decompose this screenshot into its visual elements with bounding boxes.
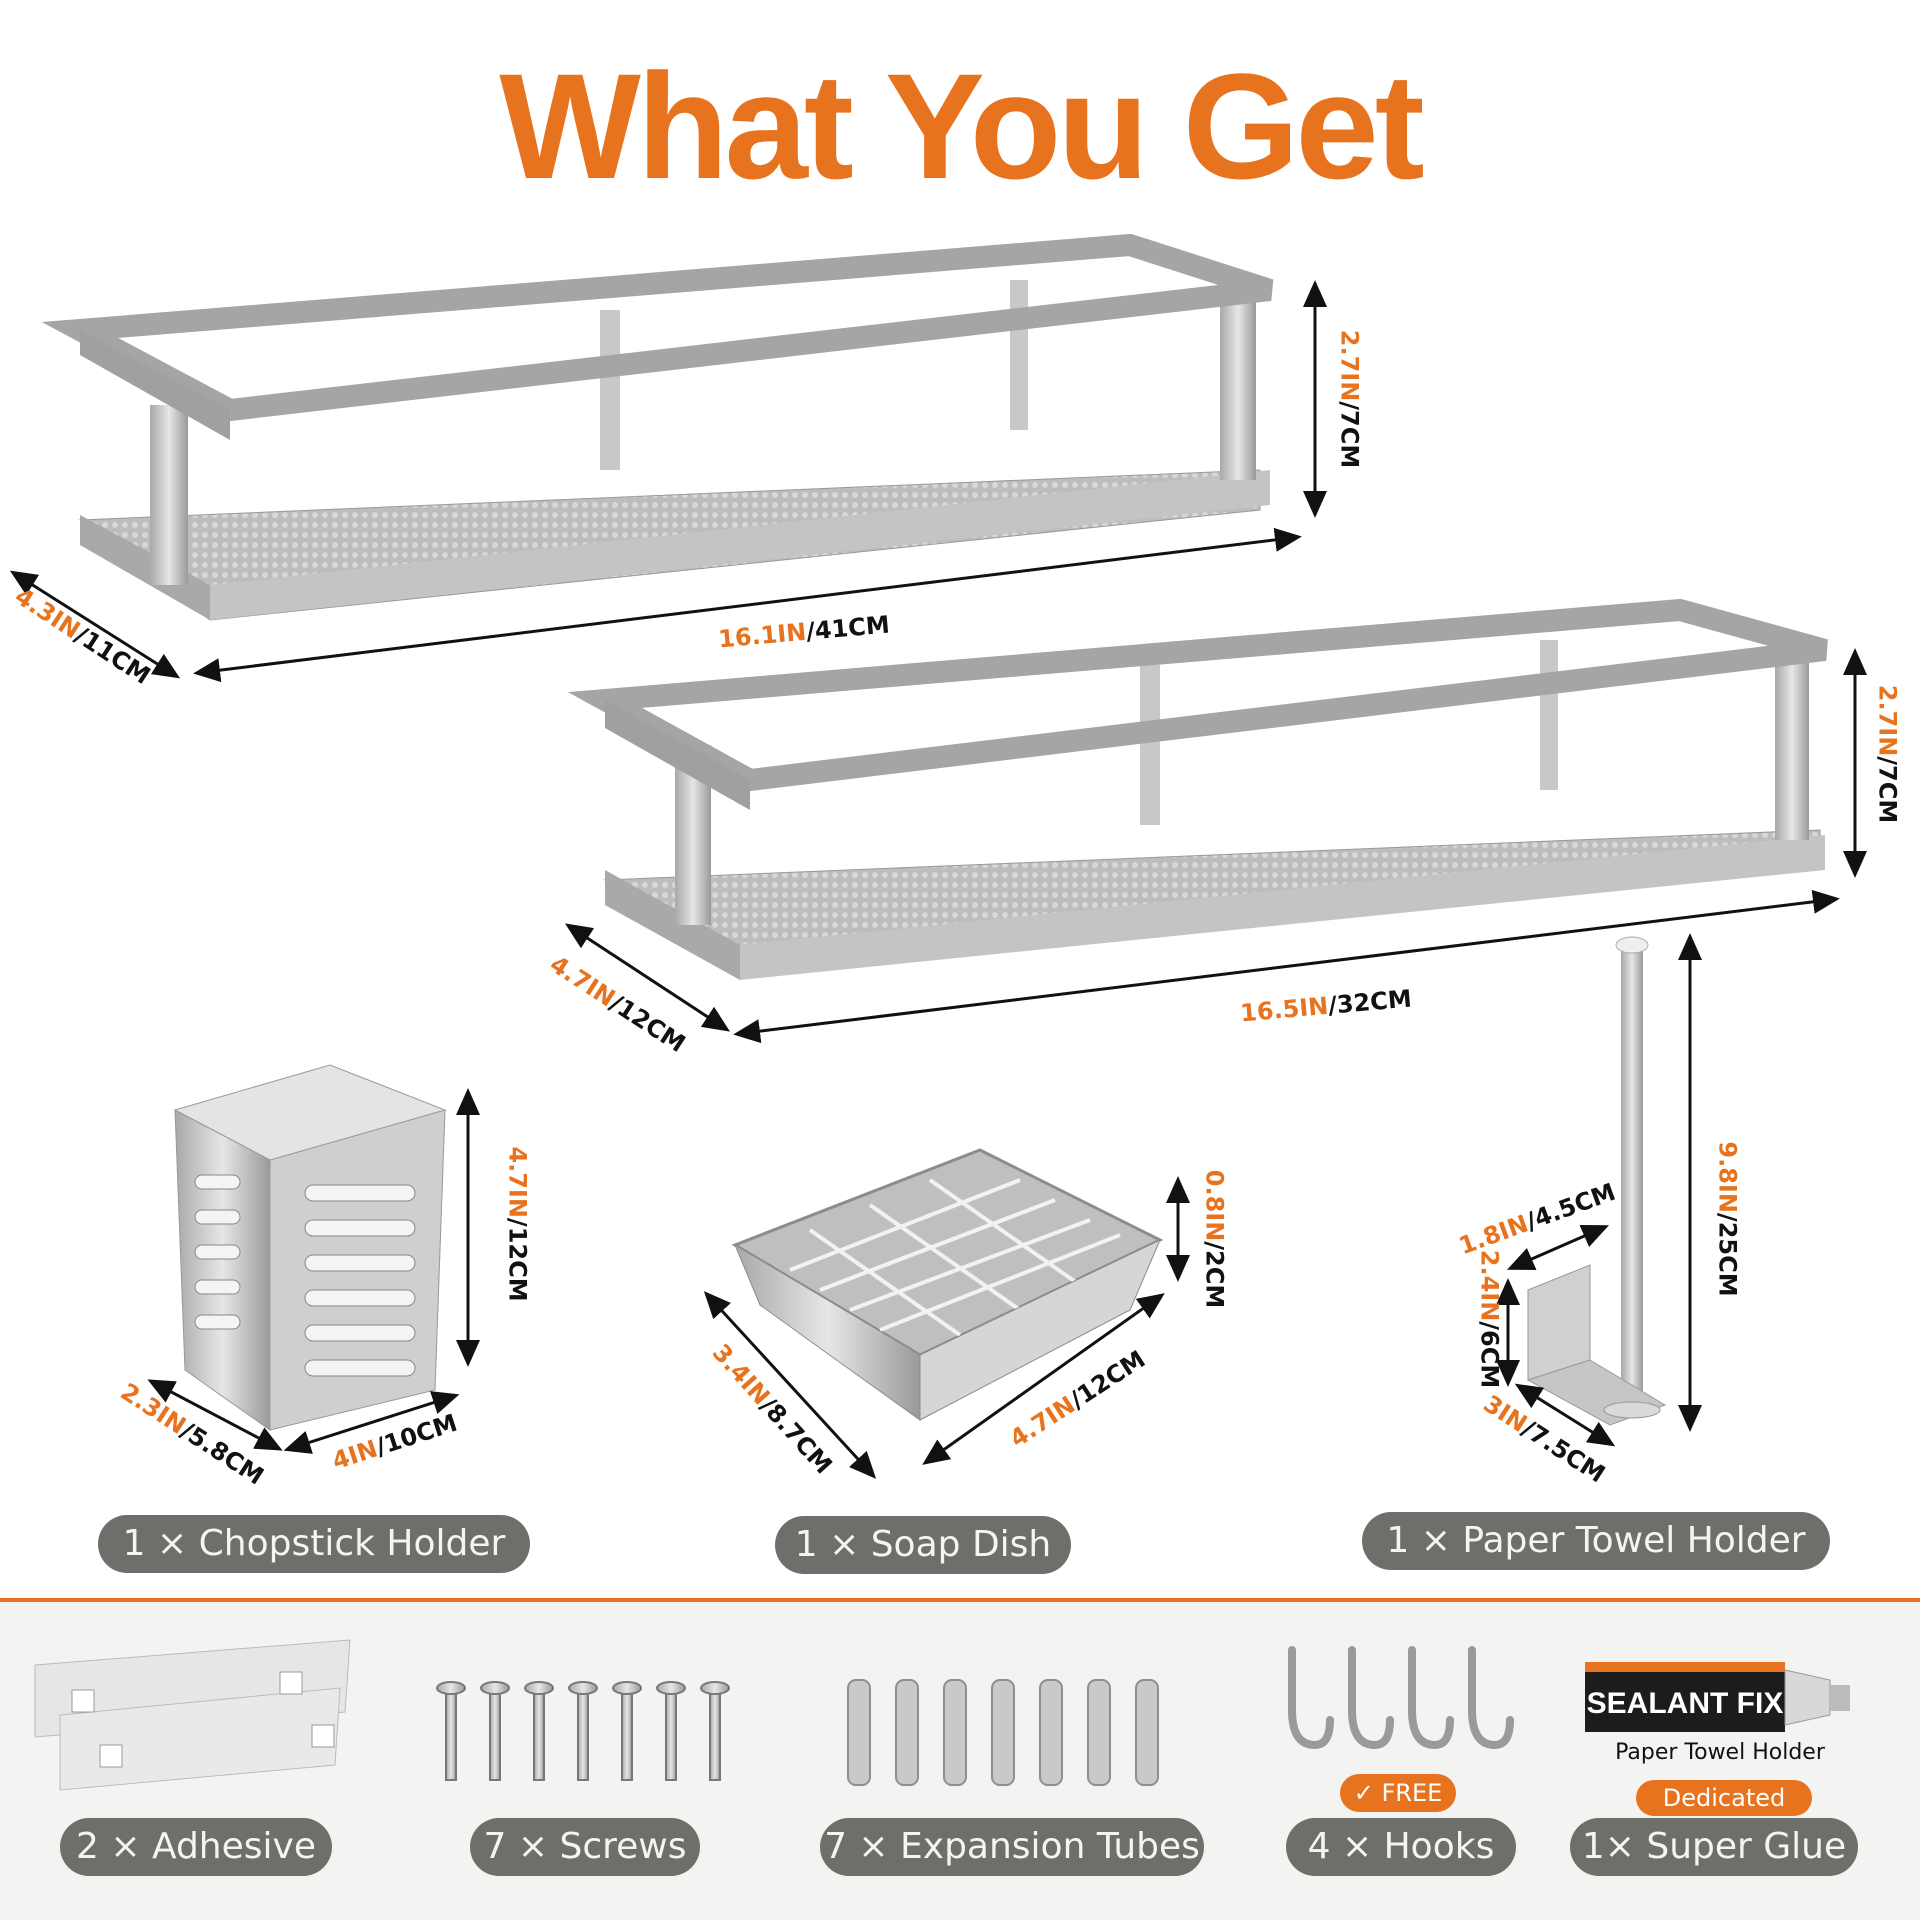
free-badge: ✓ FREE xyxy=(1340,1774,1456,1812)
expansion-tubes xyxy=(847,1679,1159,1786)
screws xyxy=(436,1681,730,1781)
super-glue-label: 1× Super Glue xyxy=(1570,1818,1858,1876)
screws-label: 7 × Screws xyxy=(470,1818,700,1876)
adhesive-strips xyxy=(34,1639,351,1791)
page-title: What You Get xyxy=(499,42,1424,210)
hooks-label: 4 × Hooks xyxy=(1286,1818,1516,1876)
adhesive-label: 2 × Adhesive xyxy=(60,1818,332,1876)
glue-tube-text: SEALANT FIX xyxy=(1587,1687,1784,1720)
hooks xyxy=(1288,1646,1514,1750)
glue-caption: Paper Towel Holder xyxy=(1615,1740,1825,1765)
dedicated-badge: Dedicated xyxy=(1636,1780,1812,1816)
expansion-tubes-label: 7 × Expansion Tubes xyxy=(820,1818,1204,1876)
paper-towel-holder-label: 1 × Paper Towel Holder xyxy=(1362,1512,1830,1570)
chopstick-holder-label: 1 × Chopstick Holder xyxy=(98,1515,530,1573)
section-divider xyxy=(0,1598,1920,1602)
glue-tube: SEALANT FIX xyxy=(1585,1662,1850,1732)
soap-dish-label: 1 × Soap Dish xyxy=(775,1516,1071,1574)
chopstick-holder xyxy=(173,1064,447,1431)
